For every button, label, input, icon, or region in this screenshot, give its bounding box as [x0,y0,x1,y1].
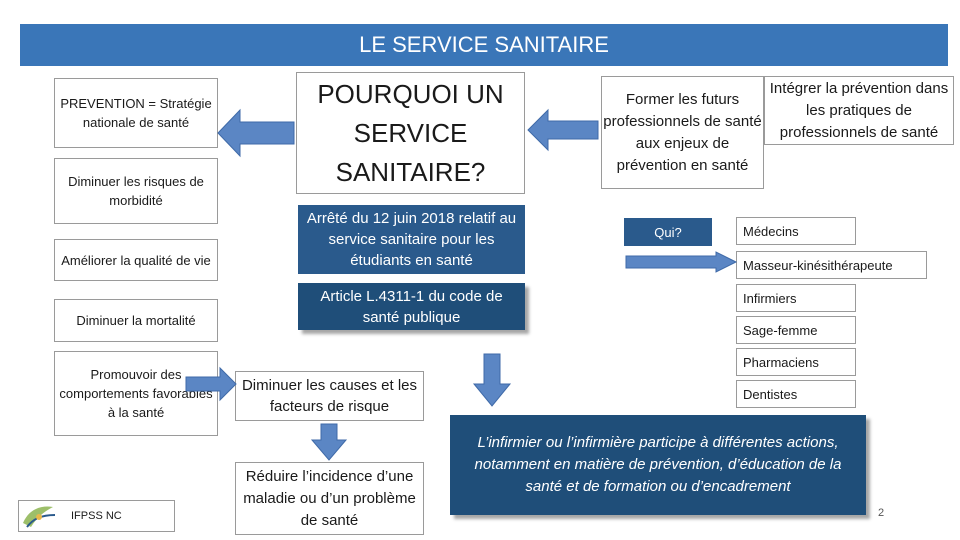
arrow-left-icon [217,108,295,158]
profession-item-physiotherapist: Masseur-kinésithérapeute [736,251,927,279]
nurse-role-box: L’infirmier ou l’infirmière participe à … [450,415,866,515]
profession-label: Dentistes [743,386,798,402]
quality-of-life-text: Améliorer la qualité de vie [61,252,211,268]
arrow-right-icon [185,366,237,402]
mortality-box: Diminuer la mortalité [54,299,218,342]
reduce-incidence-text: Réduire l’incidence d’une maladie ou d’u… [243,467,416,529]
train-professionals-text: Former les futurs professionnels de sant… [603,90,762,174]
integrate-prevention-text: Intégrer la prévention dans les pratique… [769,79,949,141]
profession-label: Pharmaciens [743,354,819,370]
mortality-text: Diminuer la mortalité [76,313,196,328]
article-box: Article L.4311-1 du code de santé publiq… [298,283,525,330]
arrete-box: Arrêté du 12 juin 2018 relatif au servic… [298,205,525,274]
profession-item-dentists: Dentistes [736,380,856,408]
page-title: LE SERVICE SANITAIRE [359,32,609,57]
risk-factors-box: Diminuer les causes et les facteurs de r… [235,371,424,421]
train-professionals-box: Former les futurs professionnels de sant… [601,76,764,189]
profession-label: Sage-femme [743,322,818,338]
why-service-text: POURQUOI UN SERVICE SANITAIRE? [317,78,504,187]
arrow-down-icon [310,423,348,461]
quality-of-life-box: Améliorer la qualité de vie [54,239,218,281]
integrate-prevention-box: Intégrer la prévention dans les pratique… [764,76,954,145]
profession-label: Infirmiers [743,290,797,306]
profession-label: Médecins [743,223,799,239]
prevention-text: PREVENTION = Stratégie nationale de sant… [60,96,212,130]
arrow-left-icon [527,108,599,152]
profession-label: Masseur-kinésithérapeute [743,257,893,273]
behaviours-box: Promouvoir des comportements favorables … [54,351,218,436]
risk-factors-text: Diminuer les causes et les facteurs de r… [241,377,418,415]
profession-item-doctors: Médecins [736,217,856,245]
who-text: Qui? [654,224,682,240]
prevention-box: PREVENTION = Stratégie nationale de sant… [54,78,218,148]
profession-item-pharmacists: Pharmaciens [736,348,856,376]
profession-item-midwife: Sage-femme [736,316,856,344]
arrete-text: Arrêté du 12 juin 2018 relatif au servic… [306,210,517,269]
why-service-box: POURQUOI UN SERVICE SANITAIRE? [296,72,525,194]
title-bar: LE SERVICE SANITAIRE [20,24,948,66]
article-text: Article L.4311-1 du code de santé publiq… [320,288,503,326]
arrow-down-icon [472,353,512,407]
morbidity-box: Diminuer les risques de morbidité [54,158,218,224]
nurse-role-text: L’infirmier ou l’infirmière participe à … [474,434,842,495]
behaviours-text: Promouvoir des comportements favorables … [59,367,213,420]
logo-text: IFPSS NC [71,510,122,522]
page-number: 2 [878,507,885,519]
who-box: Qui? [624,218,712,246]
logo-mark-icon [23,506,56,528]
arrow-right-icon [625,251,738,273]
morbidity-text: Diminuer les risques de morbidité [68,174,204,208]
profession-item-nurses: Infirmiers [736,284,856,312]
reduce-incidence-box: Réduire l’incidence d’une maladie ou d’u… [235,462,424,535]
ifpss-logo: IFPSS NC [18,500,175,532]
